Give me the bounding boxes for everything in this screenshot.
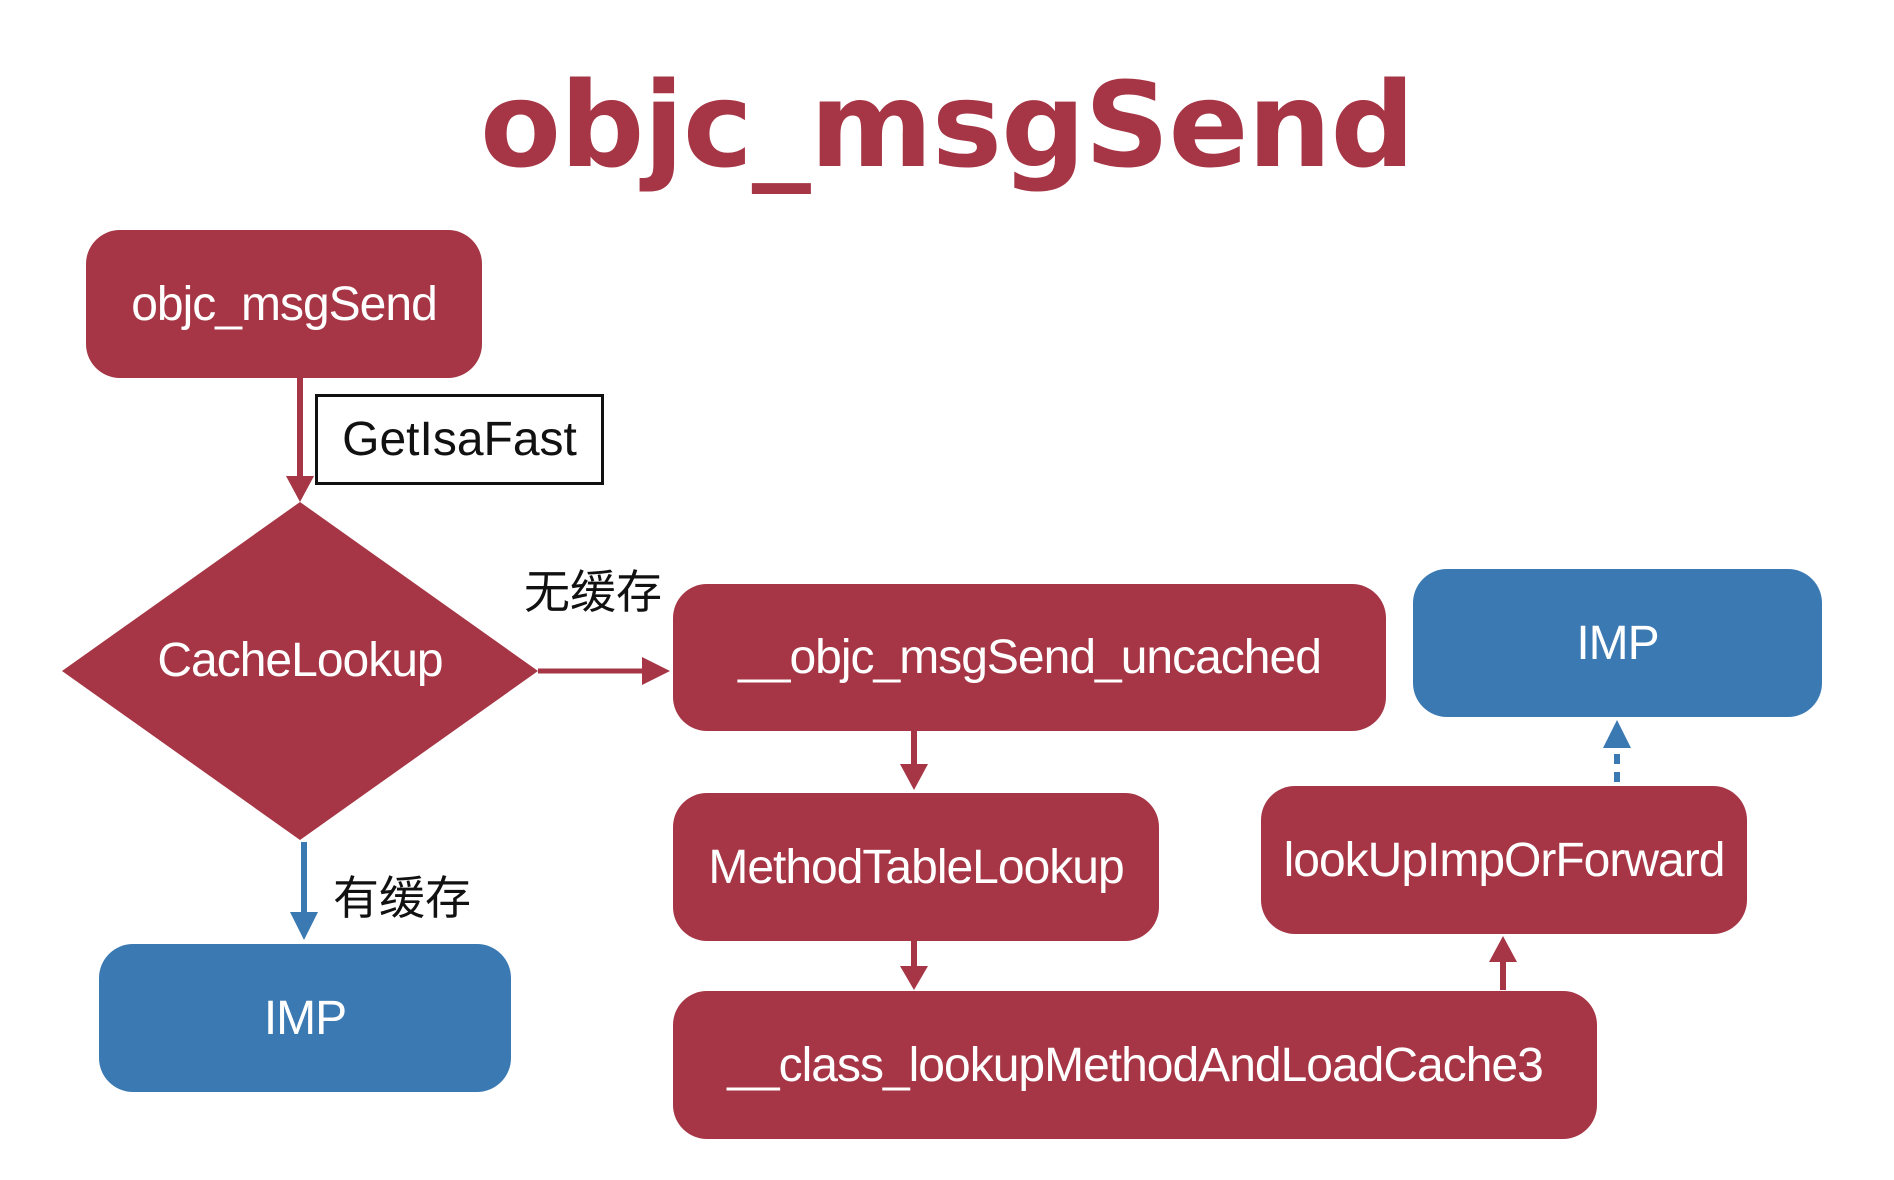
arrowhead-uncached-to-methodtable <box>900 764 928 790</box>
arrowhead-classlookup-to-lookupimp <box>1489 936 1517 962</box>
node-imp-result: IMP <box>1413 569 1822 717</box>
node-lookupimporforward-label: lookUpImpOrForward <box>1283 833 1726 887</box>
cache-lookup-diamond <box>62 502 538 840</box>
diagram-title: objc_msgSend <box>479 56 1415 194</box>
node-objc-msgsend-uncached: __objc_msgSend_uncached <box>673 584 1386 731</box>
arrowhead-methodtable-to-classlookup <box>900 966 928 990</box>
arrowhead-cachelookup-to-imp <box>290 912 318 940</box>
node-imp-result-label: IMP <box>1576 616 1659 670</box>
edge-label-has-cache: 有缓存 <box>333 871 471 925</box>
node-objc-msgsend-label: objc_msgSend <box>131 277 438 331</box>
arrowhead-lookupimp-to-imp <box>1603 720 1631 748</box>
arrowhead-cachelookup-to-uncached <box>642 657 670 685</box>
node-cachelookup-label: CacheLookup <box>157 634 443 687</box>
node-objc-msgsend-uncached-label: __objc_msgSend_uncached <box>738 631 1322 684</box>
node-methodtablelookup: MethodTableLookup <box>673 793 1159 941</box>
node-imp-cached-label: IMP <box>263 991 347 1045</box>
node-class-lookupmethodandloadcache3: __class_lookupMethodAndLoadCache3 <box>673 991 1597 1139</box>
node-lookupimporforward: lookUpImpOrForward <box>1261 786 1747 934</box>
edge-label-no-cache: 无缓存 <box>524 565 662 619</box>
edge-label-getisafast: GetIsaFast <box>315 394 604 485</box>
node-imp-cached: IMP <box>99 944 511 1092</box>
edge-label-getisafast-text: GetIsaFast <box>342 413 577 466</box>
arrowhead-start-to-cachelookup <box>286 476 314 502</box>
node-class-lookupmethodandloadcache3-label: __class_lookupMethodAndLoadCache3 <box>727 1038 1544 1092</box>
node-objc-msgsend: objc_msgSend <box>86 230 482 378</box>
node-methodtablelookup-label: MethodTableLookup <box>708 840 1124 894</box>
